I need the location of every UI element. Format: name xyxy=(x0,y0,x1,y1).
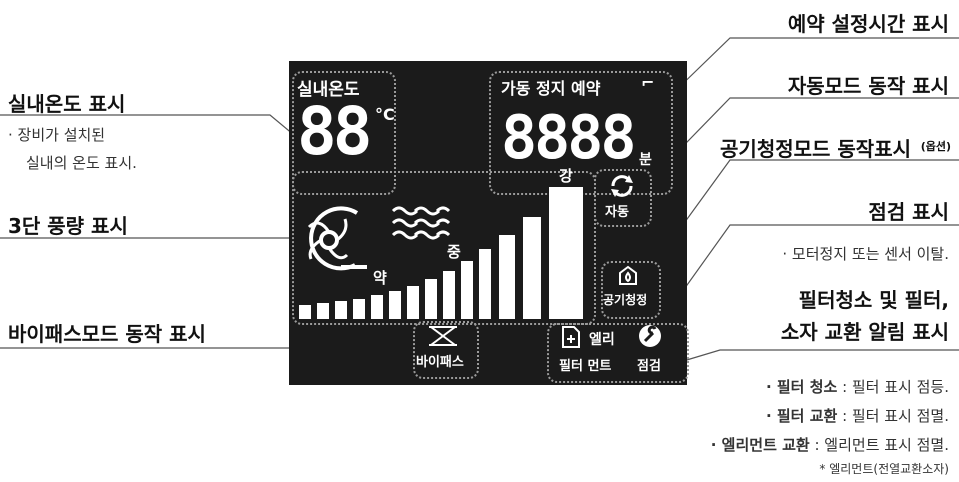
fan-bar-8 xyxy=(425,279,437,319)
filter-note-replace: · 필터 교환 : 필터 표시 점멸. xyxy=(765,407,949,425)
fan-bar-3 xyxy=(335,301,347,319)
filter-check-box xyxy=(547,323,689,383)
bypass-label: 바이패스 xyxy=(416,355,464,370)
wind-icon xyxy=(391,206,451,240)
lcd-panel: 실내온도 88 °C 가동 정지 예약 ⌐ 8888 분 약 중 강 xyxy=(289,61,689,385)
footnote: * 엘리먼트(전열교환소자) xyxy=(819,462,949,476)
bypass-icon xyxy=(429,326,457,346)
filter-note-element: · 엘리먼트 교환 : 엘리먼트 표시 점멸. xyxy=(710,436,949,454)
indoor-temp-desc-2: 실내의 온도 표시. xyxy=(26,154,137,172)
filter-note-clean: · 필터 청소 : 필터 표시 점등. xyxy=(765,378,949,396)
fan-bar-4 xyxy=(353,299,365,319)
check-label: 점검 xyxy=(637,359,661,374)
bypass-mode-label: 바이패스모드 동작 표시 xyxy=(8,322,206,346)
indoor-temp-box xyxy=(292,71,396,195)
fan-icon xyxy=(307,206,367,271)
fan-strong-label: 강 xyxy=(559,167,573,185)
fan-bar-7 xyxy=(407,286,419,319)
fan-bar-6 xyxy=(389,291,401,319)
indoor-temp-label: 실내온도 표시 xyxy=(8,92,126,116)
fan-bar-10 xyxy=(461,261,473,319)
temp-digits: 88 xyxy=(297,93,373,170)
fan-bar-11 xyxy=(479,249,491,319)
fan-bar-14 xyxy=(549,187,583,319)
reservation-icon: ⌐ xyxy=(641,73,655,92)
fan-bar-5 xyxy=(371,295,383,319)
fan-bar-13 xyxy=(523,217,541,319)
fan-weak-label: 약 xyxy=(373,269,387,287)
auto-box xyxy=(594,169,652,227)
auto-mode-label: 자동모드 동작 표시 xyxy=(787,74,949,98)
fan-bar-1 xyxy=(299,305,311,319)
fan-bar-9 xyxy=(443,271,455,319)
inspection-label: 점검 표시 xyxy=(868,200,949,224)
temp-unit: °C xyxy=(375,105,395,124)
timer-unit: 분 xyxy=(639,152,652,168)
filter-doc-icon xyxy=(562,326,580,348)
air-clean-option-label: (옵션) xyxy=(920,140,951,153)
air-clean-label: 공기청정 xyxy=(603,293,648,307)
timer-label: 가동 정지 예약 xyxy=(501,79,601,98)
wrench-icon xyxy=(639,325,661,347)
fan-3step-label: 3단 풍량 표시 xyxy=(8,214,128,238)
air-clean-box xyxy=(601,261,661,319)
fan-mid-label: 중 xyxy=(447,243,461,261)
filter-title-line1: 필터청소 및 필터, xyxy=(798,288,949,312)
element-label: 엘리 xyxy=(589,332,615,348)
timer-digits: 8888 xyxy=(501,103,636,173)
house-drop-icon xyxy=(619,265,637,285)
fan-bar-2 xyxy=(317,303,329,319)
auto-cycle-icon xyxy=(611,175,633,197)
bypass-box xyxy=(413,321,479,379)
auto-label: 자동 xyxy=(605,205,629,220)
air-clean-mode-label: 공기청정모드 동작표시 xyxy=(720,137,911,161)
indoor-temp-desc-1: · 장비가 설치된 xyxy=(8,126,106,144)
reservation-time-label: 예약 설정시간 표시 xyxy=(787,12,949,36)
fan-bar-12 xyxy=(499,235,515,319)
filter-title-line2: 소자 교환 알림 표시 xyxy=(780,320,949,344)
indoor-temp-lcd-label: 실내온도 xyxy=(297,80,360,100)
fan-area-box xyxy=(292,171,596,325)
inspection-desc: · 모터정지 또는 센서 이탈. xyxy=(782,245,949,263)
filter-element-label: 필터 먼트 xyxy=(559,359,612,374)
